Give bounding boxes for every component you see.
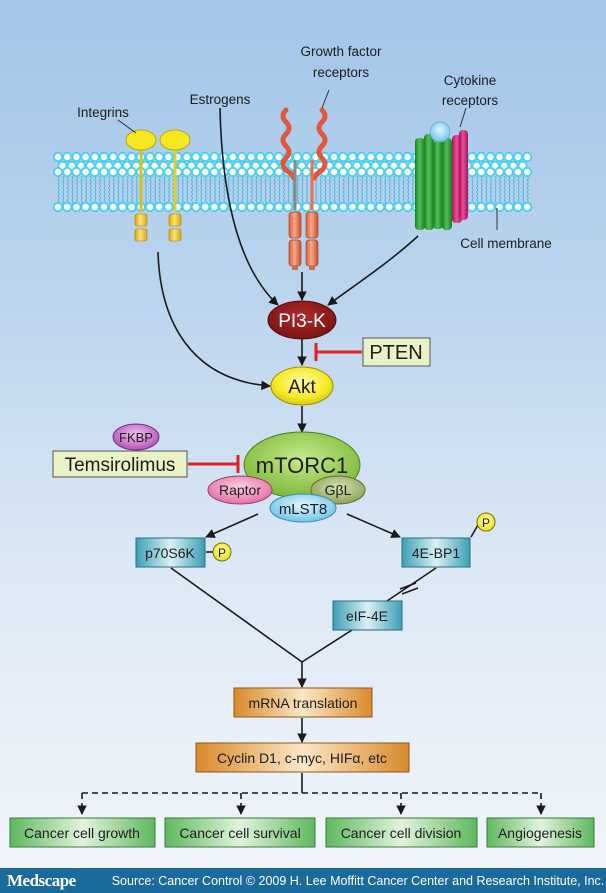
phosphate-icon xyxy=(476,512,496,532)
cytokine-label-line1: Cytokine xyxy=(444,73,497,88)
eif4e-label: eIF-4E xyxy=(346,608,388,624)
phosphate-label: P xyxy=(218,546,226,560)
mrna-label: mRNA translation xyxy=(249,695,358,711)
node-fkbp: FKBP xyxy=(112,423,160,451)
integrins-label: Integrins xyxy=(77,105,129,120)
inhibition-marks xyxy=(188,343,362,473)
akt-label: Akt xyxy=(288,377,316,398)
dissociation-mark xyxy=(399,582,419,595)
mlst8-label: mLST8 xyxy=(279,501,327,518)
node-p70s6k: p70S6K P xyxy=(135,537,232,568)
outcome-label: Cancer cell survival xyxy=(179,825,300,841)
node-mtorc1-complex: mTORC1 Raptor GβL mLST8 xyxy=(207,431,366,523)
phosphate-icon xyxy=(212,542,232,562)
integrin-receptors xyxy=(125,129,191,242)
phosphate-label: P xyxy=(482,516,490,530)
outcome-label: Angiogenesis xyxy=(498,825,582,841)
arrow-estrogens-to-pi3k xyxy=(219,107,279,306)
cytokine-receptors xyxy=(415,121,468,230)
4ebp1-label: 4E-BP1 xyxy=(412,545,460,561)
growth-factor-receptors xyxy=(280,107,328,270)
node-mrna-translation: mRNA translation xyxy=(233,687,373,718)
pten-label: PTEN xyxy=(369,342,422,364)
node-pten: PTEN xyxy=(362,337,431,367)
growth-factor-label-line2: receptors xyxy=(313,65,370,80)
node-pi3k: PI3-K xyxy=(267,300,337,340)
arrow-mtorc1-to-p70s6k xyxy=(205,513,259,538)
arrow-cytokine-to-pi3k xyxy=(327,235,419,306)
node-eif4e: eIF-4E xyxy=(332,600,403,631)
cytokine-label-line2: receptors xyxy=(442,93,499,108)
outcome-division: Cancer cell division xyxy=(325,817,478,848)
outcome-survival: Cancer cell survival xyxy=(164,817,316,848)
outcome-angiogenesis: Angiogenesis xyxy=(486,817,595,848)
medscape-logo: Medscape xyxy=(7,870,76,890)
fkbp-label: FKBP xyxy=(119,430,153,445)
footer-bar: Medscape Source: Cancer Control © 2009 H… xyxy=(0,868,606,893)
cell-membrane xyxy=(52,151,533,213)
outcome-label: Cancer cell division xyxy=(341,825,462,841)
cell-membrane-label: Cell membrane xyxy=(460,236,552,251)
receptor-labels: Integrins Estrogens Growth factor recept… xyxy=(77,44,552,251)
node-4ebp1: 4E-BP1 P xyxy=(401,512,496,568)
node-temsirolimus: Temsirolimus xyxy=(52,450,188,478)
outcome-branches xyxy=(77,792,546,815)
diagram-canvas: PI3-K PTEN Akt mTORC1 Raptor GβL mLST8 F… xyxy=(0,0,606,868)
line-eif4e-to-junction xyxy=(301,629,353,663)
p70s6k-label: p70S6K xyxy=(145,545,195,561)
estrogens-label: Estrogens xyxy=(190,92,251,107)
arrow-integrins-to-akt xyxy=(157,251,271,391)
temsirolimus-label: Temsirolimus xyxy=(65,455,176,476)
label-leaders xyxy=(117,89,498,230)
node-cyclin: Cyclin D1, c-myc, HIFα, etc xyxy=(195,742,410,773)
pathway-diagram: PI3-K PTEN Akt mTORC1 Raptor GβL mLST8 F… xyxy=(9,44,595,848)
cyclin-label: Cyclin D1, c-myc, HIFα, etc xyxy=(217,750,387,766)
mtorc1-label: mTORC1 xyxy=(256,453,349,478)
growth-factor-label-line1: Growth factor xyxy=(300,44,382,59)
pi3k-label: PI3-K xyxy=(278,311,326,332)
source-credit: Source: Cancer Control © 2009 H. Lee Mof… xyxy=(111,873,605,888)
line-p70s6k-to-junction xyxy=(170,567,303,663)
outcome-growth: Cancer cell growth xyxy=(9,817,156,848)
outcome-label: Cancer cell growth xyxy=(24,825,140,841)
arrow-mtorc1-to-4ebp1 xyxy=(346,513,401,538)
gbl-label: GβL xyxy=(325,482,352,498)
node-akt: Akt xyxy=(270,366,334,406)
raptor-label: Raptor xyxy=(219,482,261,498)
signal-arrows xyxy=(157,107,479,793)
